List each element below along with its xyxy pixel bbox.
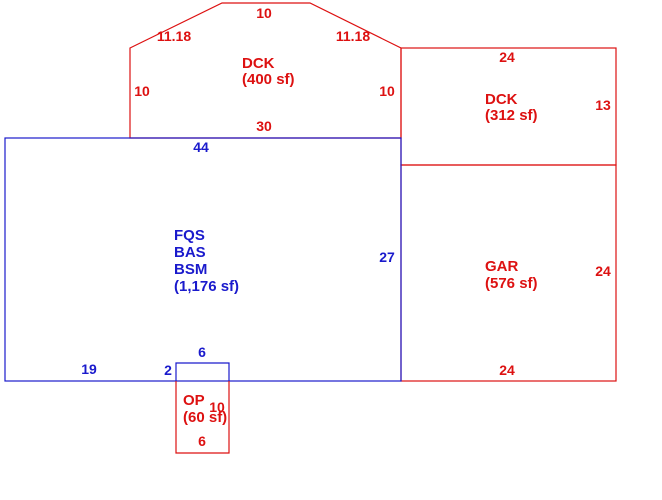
deck-right-size: (312 sf) (485, 107, 538, 124)
garage-bottom-dim: 24 (499, 362, 515, 378)
deck-upper-code: DCK (242, 55, 275, 72)
main-code-bsm: BSM (174, 261, 207, 278)
main-bottom-left-dim: 19 (81, 361, 97, 377)
porch-top-outline (175, 362, 230, 381)
main-size: (1,176 sf) (174, 278, 239, 295)
main-structure-outline (4, 137, 402, 382)
porch-side-dim: 10 (209, 399, 225, 415)
deck-upper-size: (400 sf) (242, 71, 295, 88)
deck-upper-left-diag-dim: 11.18 (157, 28, 191, 44)
deck-upper-top-dim: 10 (256, 5, 272, 21)
porch-size: (60 sf) (183, 409, 227, 426)
porch-code: OP (183, 392, 205, 409)
deck-right-top-dim: 24 (499, 49, 515, 65)
garage-size: (576 sf) (485, 275, 538, 292)
deck-right-code: DCK (485, 91, 518, 108)
deck-upper-right-diag-dim: 11.18 (336, 28, 370, 44)
main-right-dim: 27 (379, 249, 395, 265)
porch-bottom-dim: 6 (198, 433, 206, 449)
garage-side-dim: 24 (595, 263, 611, 279)
porch-top-dim: 6 (198, 344, 206, 360)
deck-right-side-dim: 13 (595, 97, 611, 113)
deck-upper-left-dim: 10 (134, 83, 150, 99)
main-offset-dim: 2 (164, 362, 172, 378)
deck-upper-right-dim: 10 (379, 83, 395, 99)
porch-outline (175, 381, 230, 454)
main-code-fqs: FQS (174, 227, 205, 244)
deck-upper-bottom-dim: 30 (256, 118, 272, 134)
main-top-dim: 44 (193, 139, 209, 155)
garage-code: GAR (485, 258, 519, 275)
main-code-bas: BAS (174, 244, 206, 261)
